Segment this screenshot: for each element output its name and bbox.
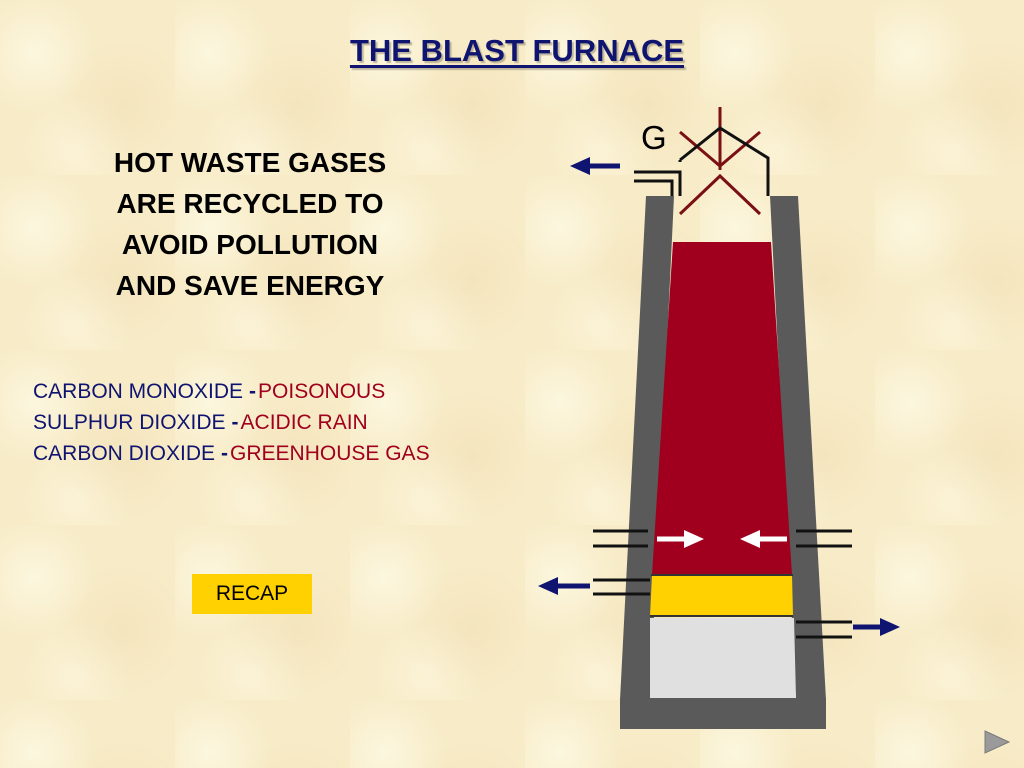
gas-name: CARBON DIOXIDE	[33, 442, 216, 465]
gas-row-carbon-dioxide: CARBON DIOXIDE-GREENHOUSE GAS	[33, 438, 430, 469]
furnace-charge	[652, 242, 792, 575]
furnace-base	[620, 698, 826, 729]
furnace-right-wall	[770, 196, 826, 700]
arrow-air-in-right-icon	[740, 530, 787, 548]
gas-effect: ACIDIC RAIN	[240, 411, 368, 434]
gas-name: SULPHUR DIOXIDE	[33, 411, 226, 434]
gas-effect: GREENHOUSE GAS	[230, 442, 430, 465]
gas-effect: POISONOUS	[258, 380, 386, 403]
gas-offtake-pipes	[634, 126, 770, 196]
headline-line: AND SAVE ENERGY	[115, 270, 385, 301]
slag-layer	[650, 575, 793, 616]
play-triangle-icon[interactable]	[982, 729, 1012, 755]
gas-row-sulphur-dioxide: SULPHUR DIOXIDE-ACIDIC RAIN	[33, 407, 430, 438]
waste-gases-list: CARBON MONOXIDE-POISONOUS SULPHUR DIOXID…	[33, 376, 430, 469]
arrow-iron-out-icon	[853, 618, 900, 636]
arrow-gas-out-icon	[570, 157, 620, 175]
outlet-label-g: G	[641, 119, 667, 156]
headline-text: HOT WASTE GASES ARE RECYCLED TO AVOID PO…	[60, 142, 440, 306]
side-pipes	[593, 529, 852, 639]
gas-separator: -	[221, 442, 229, 465]
gas-name: CARBON MONOXIDE	[33, 380, 244, 403]
molten-iron	[650, 618, 796, 698]
headline-line: HOT WASTE GASES	[113, 147, 387, 178]
arrow-slag-out-icon	[538, 577, 590, 595]
recap-button[interactable]: RECAP	[192, 574, 312, 614]
headline-line: ARE RECYCLED TO	[116, 188, 384, 219]
arrow-air-in-left-icon	[657, 530, 704, 548]
gas-separator: -	[249, 380, 257, 403]
headline-line: AVOID POLLUTION	[121, 229, 379, 260]
furnace-left-wall	[620, 196, 674, 700]
gas-separator: -	[231, 411, 239, 434]
hopper	[678, 107, 762, 216]
gas-row-carbon-monoxide: CARBON MONOXIDE-POISONOUS	[33, 376, 430, 407]
slide-title: THE BLAST FURNACE	[349, 33, 685, 68]
